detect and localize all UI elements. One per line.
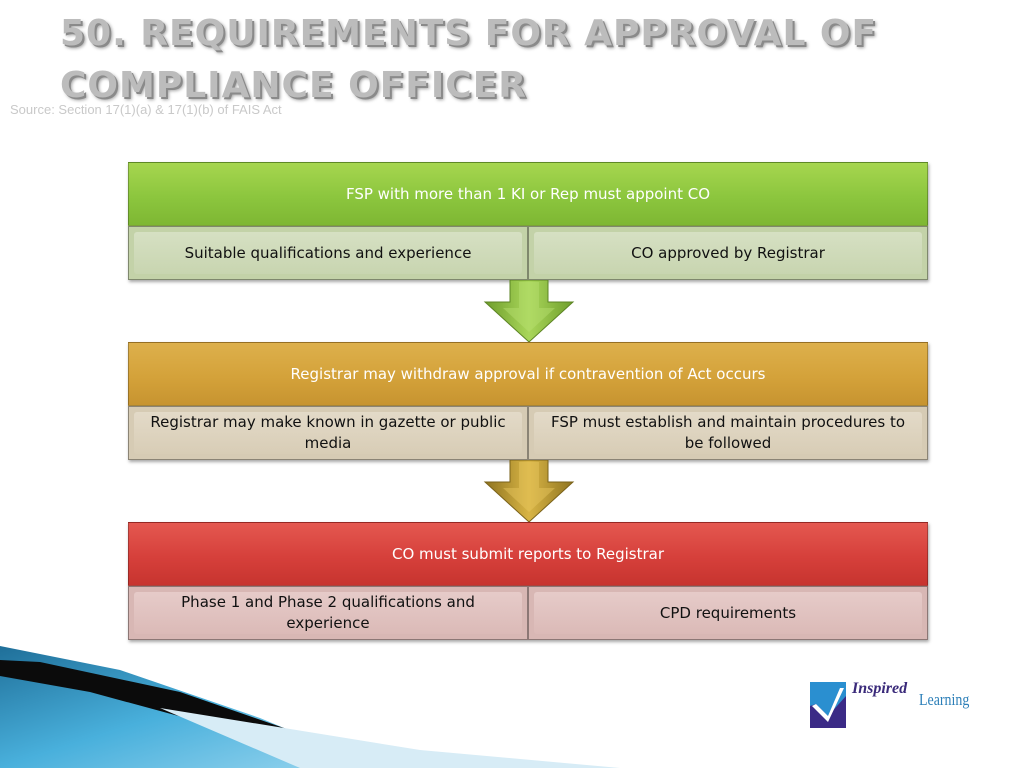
step-1-right-text: CO approved by Registrar — [631, 243, 825, 262]
slide-title-line-1: 50. Requirements for approval of — [60, 13, 878, 54]
step-2-right-bevel — [534, 412, 922, 454]
step-1-right-bevel — [534, 232, 922, 274]
step-block-3: CO must submit reports to Registrar Phas… — [128, 522, 928, 640]
step-2-left-bevel — [134, 412, 522, 454]
step-2-right-cell: FSP must establish and maintain procedur… — [528, 406, 928, 460]
step-3-right-bevel — [534, 592, 922, 634]
step-1-heading: FSP with more than 1 KI or Rep must appo… — [128, 162, 928, 226]
inspired-learning-logo: Inspired Learning — [810, 680, 980, 732]
decorative-swoosh — [0, 646, 620, 768]
step-1-left-bevel — [134, 232, 522, 274]
down-arrow-icon-1 — [483, 280, 575, 343]
step-3-right-cell: CPD requirements — [528, 586, 928, 640]
step-3-right-text: CPD requirements — [659, 603, 797, 622]
down-arrow-icon-2 — [483, 460, 575, 523]
step-2-heading: Registrar may withdraw approval if contr… — [128, 342, 928, 406]
logo-word-learning: Learning — [919, 690, 970, 709]
step-1-left-cell: Suitable qualifications and experience — [128, 226, 528, 280]
step-3-left-bevel — [134, 592, 522, 634]
step-block-2: Registrar may withdraw approval if contr… — [128, 342, 928, 460]
logo-mark-icon — [810, 682, 846, 728]
step-1-left-text: Suitable qualifications and experience — [184, 243, 472, 262]
source-note: Source: Section 17(1)(a) & 17(1)(b) of F… — [10, 102, 282, 117]
slide-title-line-2: compliance officer — [60, 65, 528, 106]
step-block-1: FSP with more than 1 KI or Rep must appo… — [128, 162, 928, 280]
logo-word-inspired: Inspired — [852, 680, 908, 697]
step-2-left-cell: Registrar may make known in gazette or p… — [128, 406, 528, 460]
slide-title: 50. Requirements for approval of complia… — [60, 8, 960, 112]
step-2-right-text: FSP must establish and maintain procedur… — [550, 413, 906, 452]
step-3-heading: CO must submit reports to Registrar — [128, 522, 928, 586]
step-3-left-text: Phase 1 and Phase 2 qualifications and e… — [181, 593, 475, 632]
step-3-left-cell: Phase 1 and Phase 2 qualifications and e… — [128, 586, 528, 640]
step-1-right-cell: CO approved by Registrar — [528, 226, 928, 280]
step-2-left-text: Registrar may make known in gazette or p… — [150, 413, 506, 452]
